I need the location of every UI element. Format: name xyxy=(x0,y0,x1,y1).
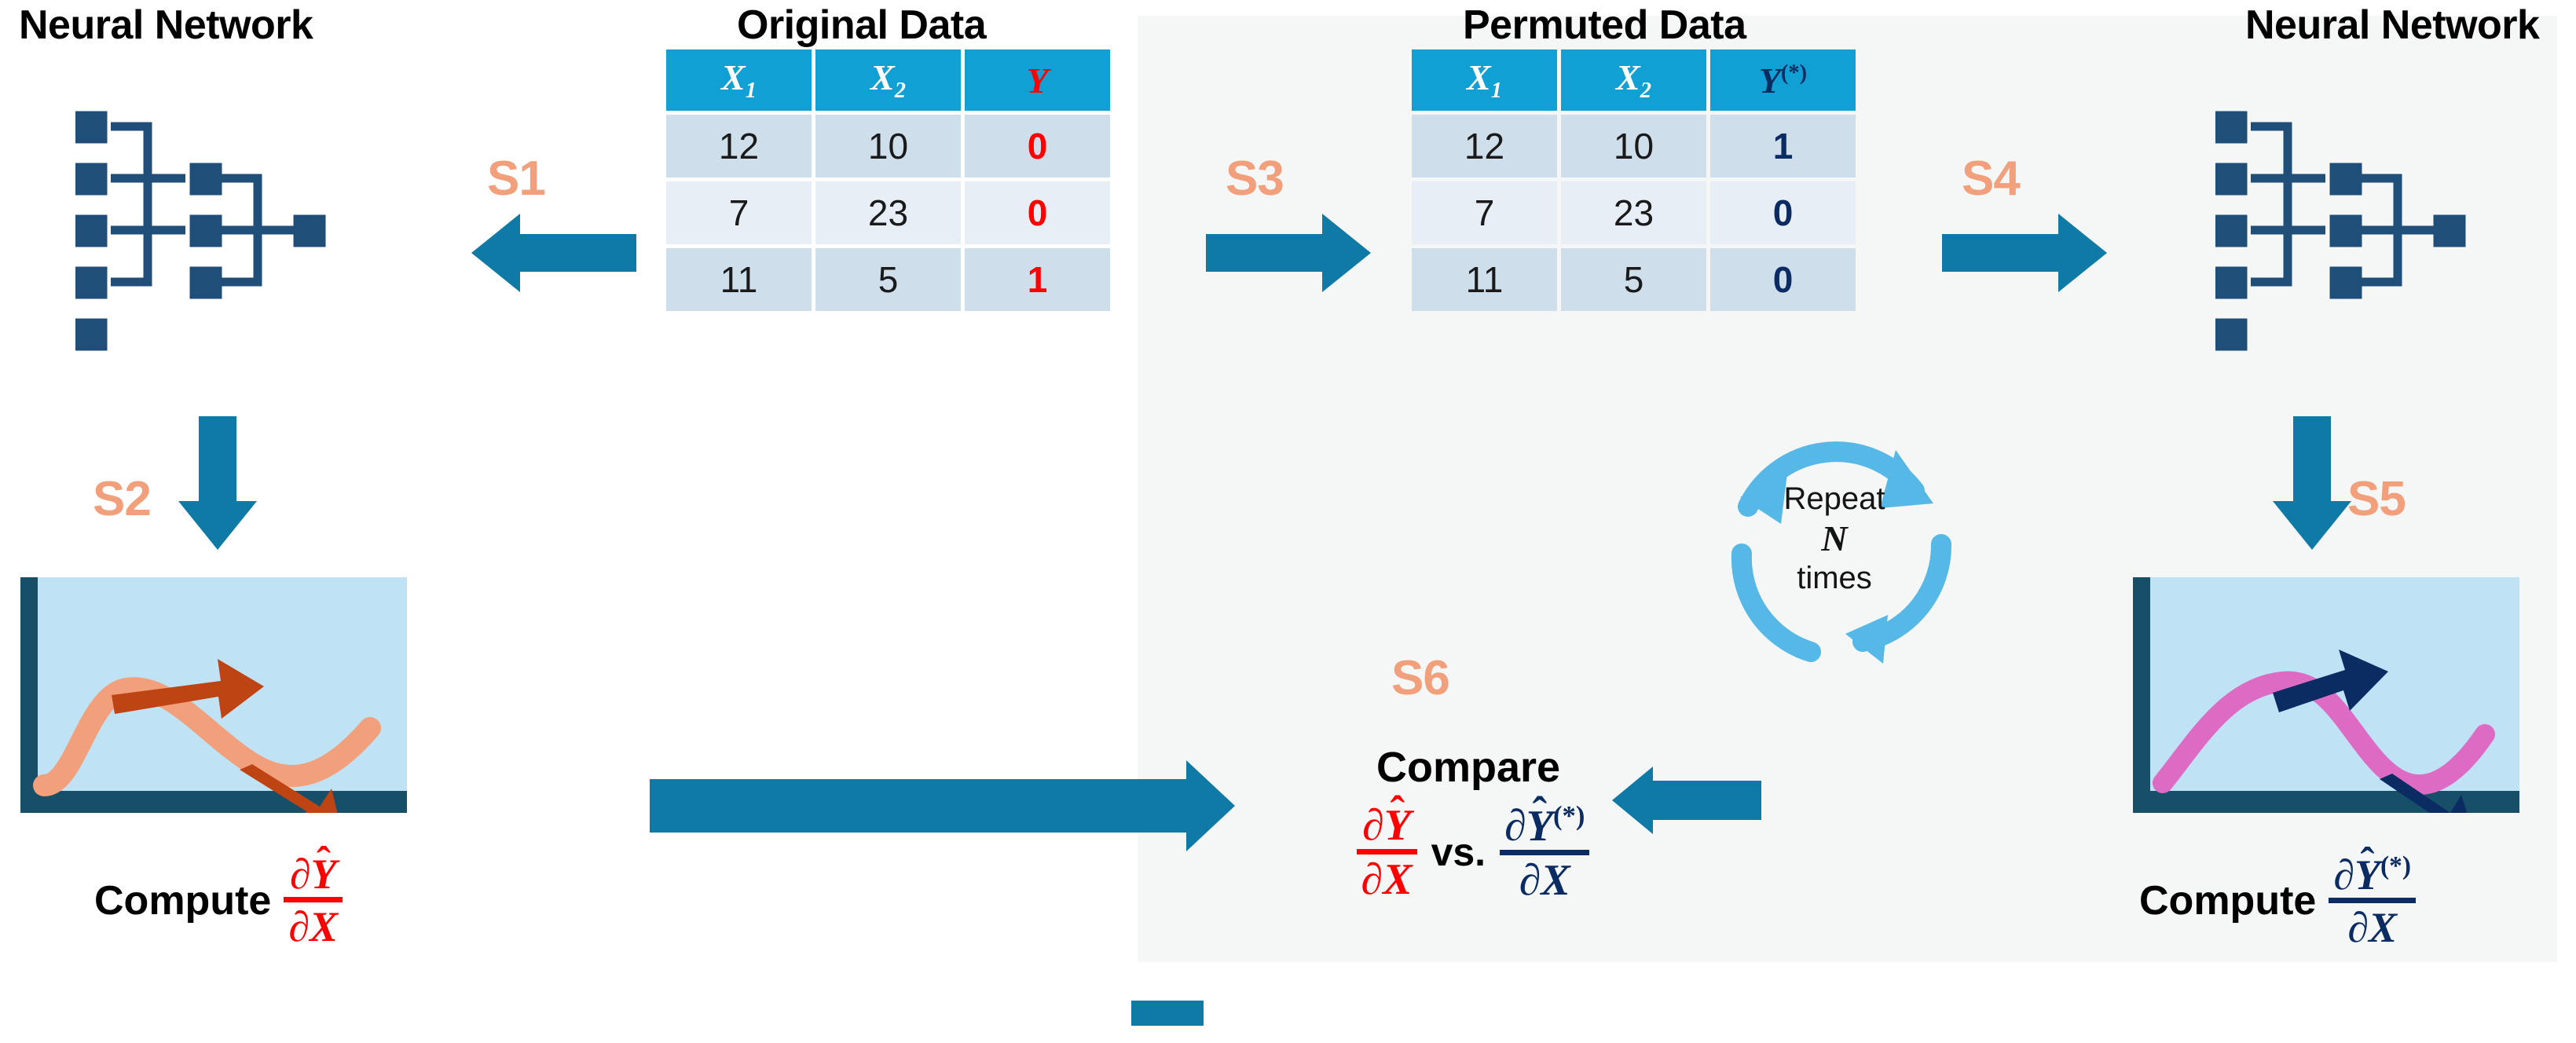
step-label-s5: S5 xyxy=(2347,472,2406,526)
arrow-left-icon-s1 xyxy=(471,214,636,292)
compute-word: Compute xyxy=(2139,878,2317,924)
bottom-accent-bar xyxy=(1131,1001,1204,1026)
cell-x1: 12 xyxy=(666,115,812,177)
refresh-cycle-icon xyxy=(1709,428,1960,679)
cell-y: 0 xyxy=(965,115,1110,177)
heading-neural-network-right: Neural Network xyxy=(2245,2,2540,48)
vs-word: vs. xyxy=(1431,830,1486,875)
table-row: 7 23 0 xyxy=(1412,181,1856,244)
cell-x2: 23 xyxy=(1561,181,1706,244)
compute-word: Compute xyxy=(94,877,272,924)
header-y-permuted: Y(*) xyxy=(1710,49,1856,111)
table-row: 12 10 0 xyxy=(666,115,1110,177)
header-x1: X1 xyxy=(1412,49,1557,111)
heading-neural-network-left: Neural Network xyxy=(19,2,313,48)
step-label-s2: S2 xyxy=(93,472,152,526)
step-label-s6: S6 xyxy=(1391,651,1450,705)
cell-y: 0 xyxy=(1710,181,1856,244)
arrow-down-icon-s5 xyxy=(2273,416,2351,550)
arrow-right-icon-s4 xyxy=(1942,214,2107,292)
derivative-plot-icon-original xyxy=(20,577,421,840)
arrow-left-icon-to-compare xyxy=(1612,767,1761,834)
table-row: 11 5 0 xyxy=(1412,248,1856,311)
header-x2: X2 xyxy=(815,49,961,111)
arrow-right-icon-s3 xyxy=(1206,214,1371,292)
step-label-s1: S1 xyxy=(487,152,546,206)
cell-x1: 7 xyxy=(1412,181,1557,244)
cell-y: 1 xyxy=(1710,115,1856,177)
cell-x2: 10 xyxy=(815,115,961,177)
compare-formulas: ∂Ŷ ∂X vs. ∂Ŷ(*) ∂X xyxy=(1288,802,1658,902)
neural-network-icon xyxy=(75,101,343,352)
table-header-row: X1 X2 Y xyxy=(666,49,1110,111)
cell-x2: 5 xyxy=(1561,248,1706,311)
permuted-data-table: X1 X2 Y(*) 12 10 1 7 23 0 11 5 0 xyxy=(1408,46,1860,315)
cell-x2: 5 xyxy=(815,248,961,311)
derivative-plot-icon-permuted xyxy=(2133,577,2534,845)
compute-label-permuted: Compute ∂Ŷ(*) ∂X xyxy=(2139,853,2417,949)
formula-dyhat-dx-red-compare: ∂Ŷ ∂X xyxy=(1356,803,1417,902)
header-x2: X2 xyxy=(1561,49,1706,111)
cell-y: 0 xyxy=(1710,248,1856,311)
step-label-s4: S4 xyxy=(1962,152,2021,206)
table-row: 12 10 1 xyxy=(1412,115,1856,177)
repeat-line-1: Repeat xyxy=(1783,481,1885,516)
formula-dyhat-star-dx-navy: ∂Ŷ(*) ∂X xyxy=(2329,853,2417,949)
arrow-down-icon-s2 xyxy=(178,416,257,550)
repeat-line-2: N xyxy=(1821,518,1848,559)
repeat-line-3: times xyxy=(1797,561,1872,596)
cell-x1: 11 xyxy=(1412,248,1557,311)
cell-x2: 23 xyxy=(815,181,961,244)
neural-network-icon xyxy=(2215,101,2483,352)
formula-dyhat-dx-red: ∂Ŷ ∂X xyxy=(284,853,343,948)
table-row: 11 5 1 xyxy=(666,248,1110,311)
compute-label-original: Compute ∂Ŷ ∂X xyxy=(94,853,343,948)
heading-original-data: Original Data xyxy=(737,2,987,48)
compare-title: Compare xyxy=(1376,744,1561,791)
cell-y: 1 xyxy=(965,248,1110,311)
cell-x1: 12 xyxy=(1412,115,1557,177)
table-row: 7 23 0 xyxy=(666,181,1110,244)
heading-permuted-data: Permuted Data xyxy=(1463,2,1746,48)
cell-x2: 10 xyxy=(1561,115,1706,177)
arrow-right-icon-to-compare xyxy=(650,760,1235,851)
step-label-s3: S3 xyxy=(1226,152,1284,206)
original-data-table: X1 X2 Y 12 10 0 7 23 0 11 5 1 xyxy=(662,46,1114,315)
header-y: Y xyxy=(965,49,1110,111)
cell-x1: 11 xyxy=(666,248,812,311)
table-header-row: X1 X2 Y(*) xyxy=(1412,49,1856,111)
formula-dyhat-star-dx-navy-compare: ∂Ŷ(*) ∂X xyxy=(1500,802,1590,902)
repeat-n-times-label: Repeat N times xyxy=(1750,481,1919,598)
cell-y: 0 xyxy=(965,181,1110,244)
cell-x1: 7 xyxy=(666,181,812,244)
header-x1: X1 xyxy=(666,49,812,111)
